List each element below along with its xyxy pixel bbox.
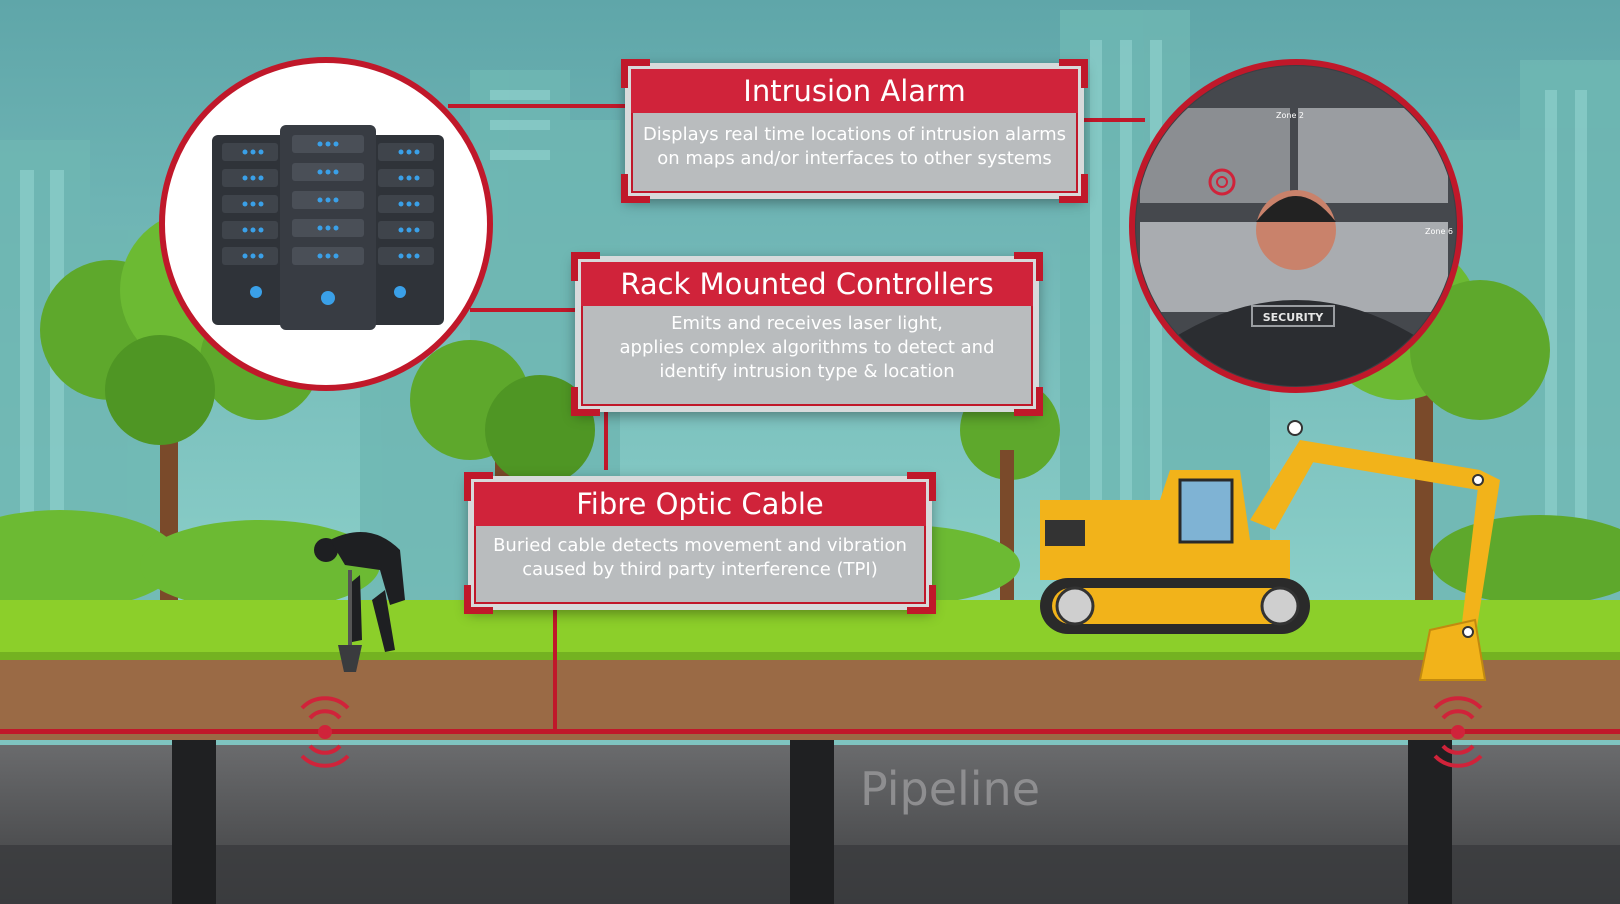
fibre-optic-title: Fibre Optic Cable [474, 482, 926, 526]
server-rack-icon [159, 57, 493, 391]
digger-person-icon [314, 532, 405, 672]
zone-bottom-label: Zone 6 [1425, 227, 1453, 236]
zone-top-label: Zone 2 [1276, 111, 1304, 120]
vibration-signal-icon [1433, 696, 1483, 768]
soil-layer [0, 660, 1620, 740]
rack-controllers-title: Rack Mounted Controllers [581, 262, 1033, 306]
intrusion-alarm-title: Intrusion Alarm [631, 69, 1078, 113]
excavator-icon [1040, 420, 1500, 681]
intrusion-alarm-desc-line2: on maps and/or interfaces to other syste… [657, 148, 1052, 169]
intrusion-alarm-desc-line1: Displays real time locations of intrusio… [642, 124, 1067, 145]
security-operator-icon: Zone 2 Zone 6 SECURITY [1129, 59, 1463, 393]
fibre-optic-callout: Fibre Optic Cable Buried cable detects m… [464, 472, 936, 614]
fibre-optic-desc-line2: caused by third party interference (TPI) [522, 559, 878, 580]
vibration-signal-icon [300, 696, 350, 768]
fibre-optic-desc-line1: Buried cable detects movement and vibrat… [493, 535, 907, 556]
intrusion-alarm-callout: Intrusion Alarm Displays real time locat… [621, 59, 1088, 203]
vest-label: SECURITY [1263, 311, 1325, 324]
grass-strip [0, 600, 1620, 660]
rack-controllers-desc-line2: applies complex algorithms to detect and [619, 337, 995, 358]
building-windows [20, 40, 1587, 590]
pipeline-joints [172, 740, 1452, 904]
rack-controllers-callout: Rack Mounted Controllers Emits and recei… [571, 252, 1043, 416]
buried-fibre-cable [0, 729, 1620, 734]
pipeline-label: Pipeline [859, 762, 1041, 816]
rack-controllers-desc-line1: Emits and receives laser light, [671, 313, 943, 334]
rack-controllers-desc-line3: identify intrusion type & location [659, 361, 955, 382]
